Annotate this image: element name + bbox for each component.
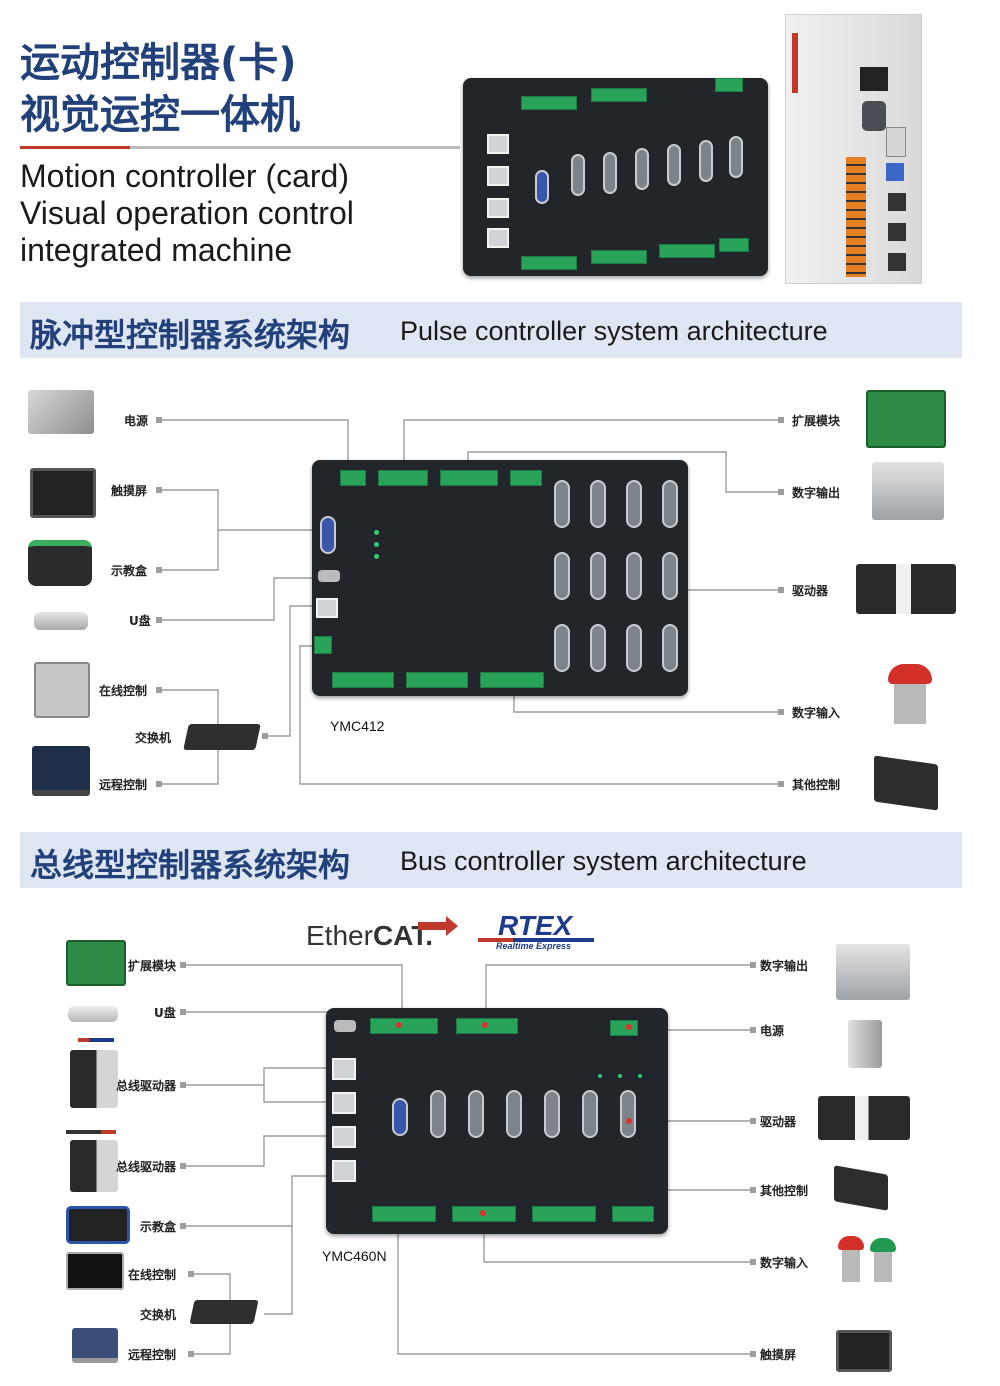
- bus-online-pc-image: [66, 1252, 124, 1290]
- pulse-label-switch: 交换机: [135, 731, 172, 745]
- pulse-plc-image: [874, 755, 938, 811]
- bus-line-bus-driver-1: [186, 1067, 340, 1086]
- pulse-label-driver: 驱动器: [792, 584, 829, 598]
- pulse-board-ymc412: [312, 460, 688, 696]
- bus-board-ymc460n: [326, 1008, 668, 1234]
- bus-button-red-image: [838, 1236, 864, 1250]
- pulse-label-other-control: 其他控制: [792, 778, 841, 792]
- pulse-title-en: Pulse controller system architecture: [400, 316, 828, 346]
- bus-network-switch-image: [189, 1300, 259, 1324]
- pulse-board-model: YMC412: [330, 718, 385, 734]
- bus-button-green-image: [870, 1238, 896, 1252]
- header-divider: [20, 146, 460, 149]
- pulse-label-digital-input: 数字输入: [792, 706, 841, 720]
- pulse-label-remote-control: 远程控制: [99, 778, 148, 792]
- bus-label-teach-pendant: 示教盒: [140, 1220, 177, 1234]
- pulse-teach-pendant-image: [28, 540, 92, 586]
- bus-expansion-module-image: [66, 940, 126, 986]
- bus-label-remote-control: 远程控制: [128, 1348, 177, 1362]
- bus-label-expansion: 扩展模块: [128, 959, 177, 973]
- bus-line-switch: [264, 1226, 293, 1315]
- bus-label-driver: 驱动器: [760, 1115, 797, 1129]
- rtex-logo-bar: [478, 938, 594, 942]
- bus-label-udisk: U盘: [154, 1006, 176, 1020]
- bus-rtex-driver-image: [70, 1050, 118, 1108]
- header-cn-line2: 视觉运控一体机: [20, 92, 300, 138]
- pulse-laptop-image: [32, 746, 90, 796]
- pulse-line-udisk: [162, 577, 316, 621]
- bus-ethercat-small-logo: [66, 1130, 116, 1134]
- pulse-digital-output-image: [872, 462, 944, 520]
- bus-teach-pendant-image: [66, 1206, 130, 1244]
- ethercat-logo-text-a: Ether: [306, 920, 373, 951]
- bus-button-red-base: [842, 1250, 860, 1282]
- bus-rtex-small-logo: [78, 1038, 114, 1042]
- pulse-title-band: [20, 302, 962, 358]
- pulse-label-touchscreen: 触摸屏: [111, 484, 148, 498]
- bus-button-green-base: [874, 1252, 892, 1282]
- bus-line-teach-pendant: [186, 1175, 340, 1227]
- ethercat-logo: EtherCAT.: [306, 920, 433, 952]
- pulse-power-supply-image: [28, 390, 94, 434]
- bus-label-online-control: 在线控制: [128, 1268, 177, 1282]
- pulse-label-digital-output: 数字输出: [792, 486, 841, 500]
- bus-label-switch: 交换机: [140, 1308, 177, 1322]
- pulse-line-touch-teach: [162, 489, 219, 571]
- bus-label-touchscreen: 触摸屏: [760, 1348, 797, 1362]
- pulse-servo-driver-image: [856, 564, 956, 614]
- bus-power-supply-image: [848, 1020, 882, 1068]
- bus-board-model: YMC460N: [322, 1248, 387, 1264]
- ethercat-arrow-icon: [418, 916, 458, 936]
- bus-line-udisk: [186, 1011, 347, 1026]
- header-en-line3: integrated machine: [20, 232, 293, 268]
- pulse-title-cn: 脉冲型控制器系统架构: [30, 316, 351, 354]
- pulse-line-switch: [262, 605, 318, 737]
- header-en-line2: Visual operation control: [20, 195, 354, 231]
- bus-plc-image: [834, 1165, 888, 1211]
- pulse-emergency-button-base: [894, 684, 926, 724]
- bus-title-band: [20, 832, 962, 888]
- pulse-online-pc-image: [34, 662, 90, 718]
- bus-label-digital-input: 数字输入: [760, 1256, 809, 1270]
- bus-label-bus-driver-rtex: 总线驱动器: [116, 1079, 177, 1093]
- pulse-touchscreen-image: [30, 468, 96, 518]
- pulse-label-expansion: 扩展模块: [792, 414, 841, 428]
- pulse-label-online-control: 在线控制: [99, 684, 148, 698]
- pulse-label-teach-pendant: 示教盒: [111, 564, 148, 578]
- product-vertical-controller: [785, 14, 922, 284]
- bus-servo-driver-image: [818, 1096, 910, 1140]
- bus-label-power: 电源: [760, 1024, 785, 1038]
- bus-title-cn: 总线型控制器系统架构: [30, 846, 351, 884]
- rtex-logo: RTEX: [498, 910, 573, 941]
- pulse-network-switch-image: [183, 724, 261, 750]
- pulse-label-udisk: U盘: [129, 614, 151, 628]
- bus-ethercat-driver-image: [70, 1140, 118, 1192]
- header-en-line1: Motion controller (card): [20, 158, 349, 194]
- bus-label-digital-output: 数字输出: [760, 959, 809, 973]
- header-cn-line1: 运动控制器(卡): [20, 40, 297, 86]
- rtex-logo-sub: Realtime Express: [496, 941, 572, 951]
- product-controller-card: [463, 78, 768, 276]
- pulse-expansion-module-image: [866, 390, 946, 448]
- bus-label-bus-driver-ethercat: 总线驱动器: [116, 1160, 177, 1174]
- pulse-label-power: 电源: [124, 414, 149, 428]
- bus-touchscreen-image: [836, 1330, 892, 1372]
- pulse-emergency-button-image: [888, 664, 932, 684]
- bus-laptop-image: [72, 1328, 118, 1363]
- bus-label-other-control: 其他控制: [760, 1184, 809, 1198]
- bus-usb-drive-image: [68, 1006, 118, 1022]
- pulse-usb-drive-image: [34, 612, 88, 630]
- bus-line-bus-driver-2: [186, 1135, 340, 1167]
- bus-digital-output-image: [836, 944, 910, 1000]
- bus-title-en: Bus controller system architecture: [400, 846, 807, 876]
